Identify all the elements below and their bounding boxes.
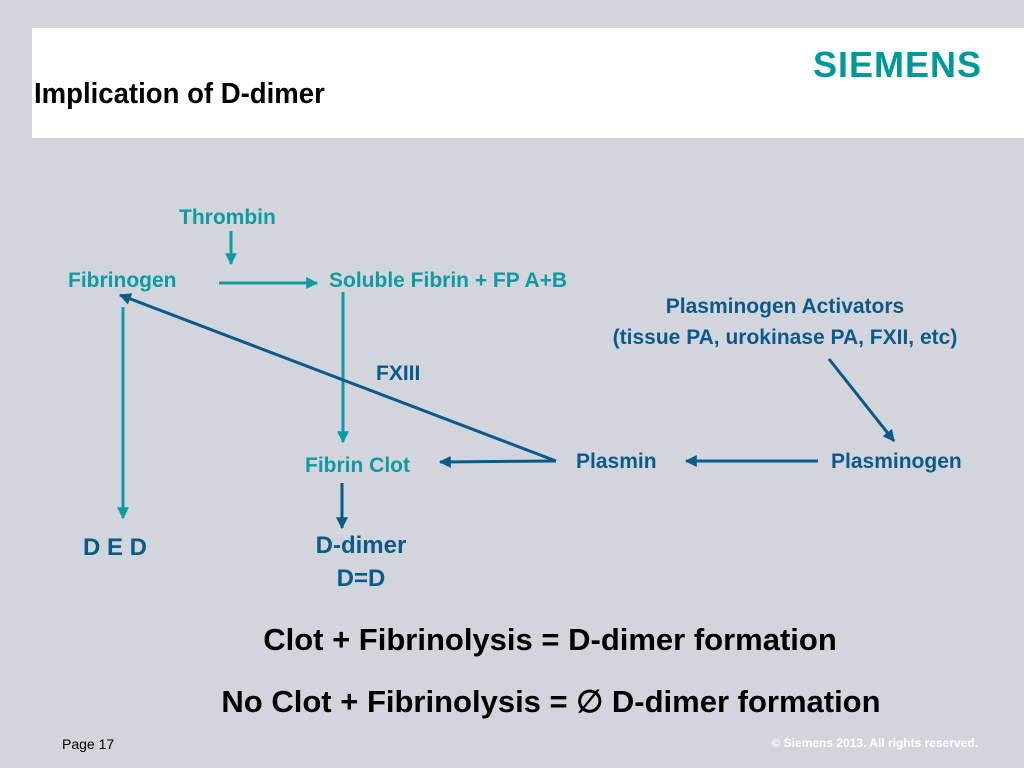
node-plasminogen-activators-detail: (tissue PA, urokinase PA, FXII, etc) (612, 326, 958, 349)
node-fibrinogen: Fibrinogen (68, 269, 177, 292)
node-ded: D E D (83, 534, 148, 561)
formula-no-clot: No Clot + Fibrinolysis = ∅ D-dimer forma… (221, 684, 881, 719)
node-plasmin: Plasmin (576, 450, 657, 473)
node-plasminogen: Plasminogen (831, 450, 962, 473)
node-plasminogen-activators: Plasminogen Activators (665, 295, 905, 318)
page-number: Page 17 (62, 736, 115, 752)
arrow-plasmin-to-fibrin-clot (438, 455, 557, 468)
arrow-activators-to-plasminogen (827, 358, 896, 442)
node-thrombin: Thrombin (179, 206, 276, 229)
formula-clot: Clot + Fibrinolysis = D-dimer formation (263, 622, 837, 657)
siemens-logo: SIEMENS (812, 44, 982, 85)
arrow-plasmin-to-fibrinogen (118, 293, 557, 463)
node-fibrin-clot: Fibrin Clot (305, 454, 410, 477)
header-bar: Implication of D-dimer SIEMENS (32, 28, 1024, 138)
node-fxiii: FXIII (376, 362, 421, 385)
node-soluble-fibrin: Soluble Fibrin + FP A+B (329, 269, 568, 292)
node-d-equals-d: D=D (336, 565, 386, 592)
copyright-notice: © Siemens 2013. All rights reserved. (771, 736, 979, 750)
page-title: Implication of D-dimer (34, 78, 325, 110)
node-d-dimer: D-dimer (315, 532, 407, 559)
